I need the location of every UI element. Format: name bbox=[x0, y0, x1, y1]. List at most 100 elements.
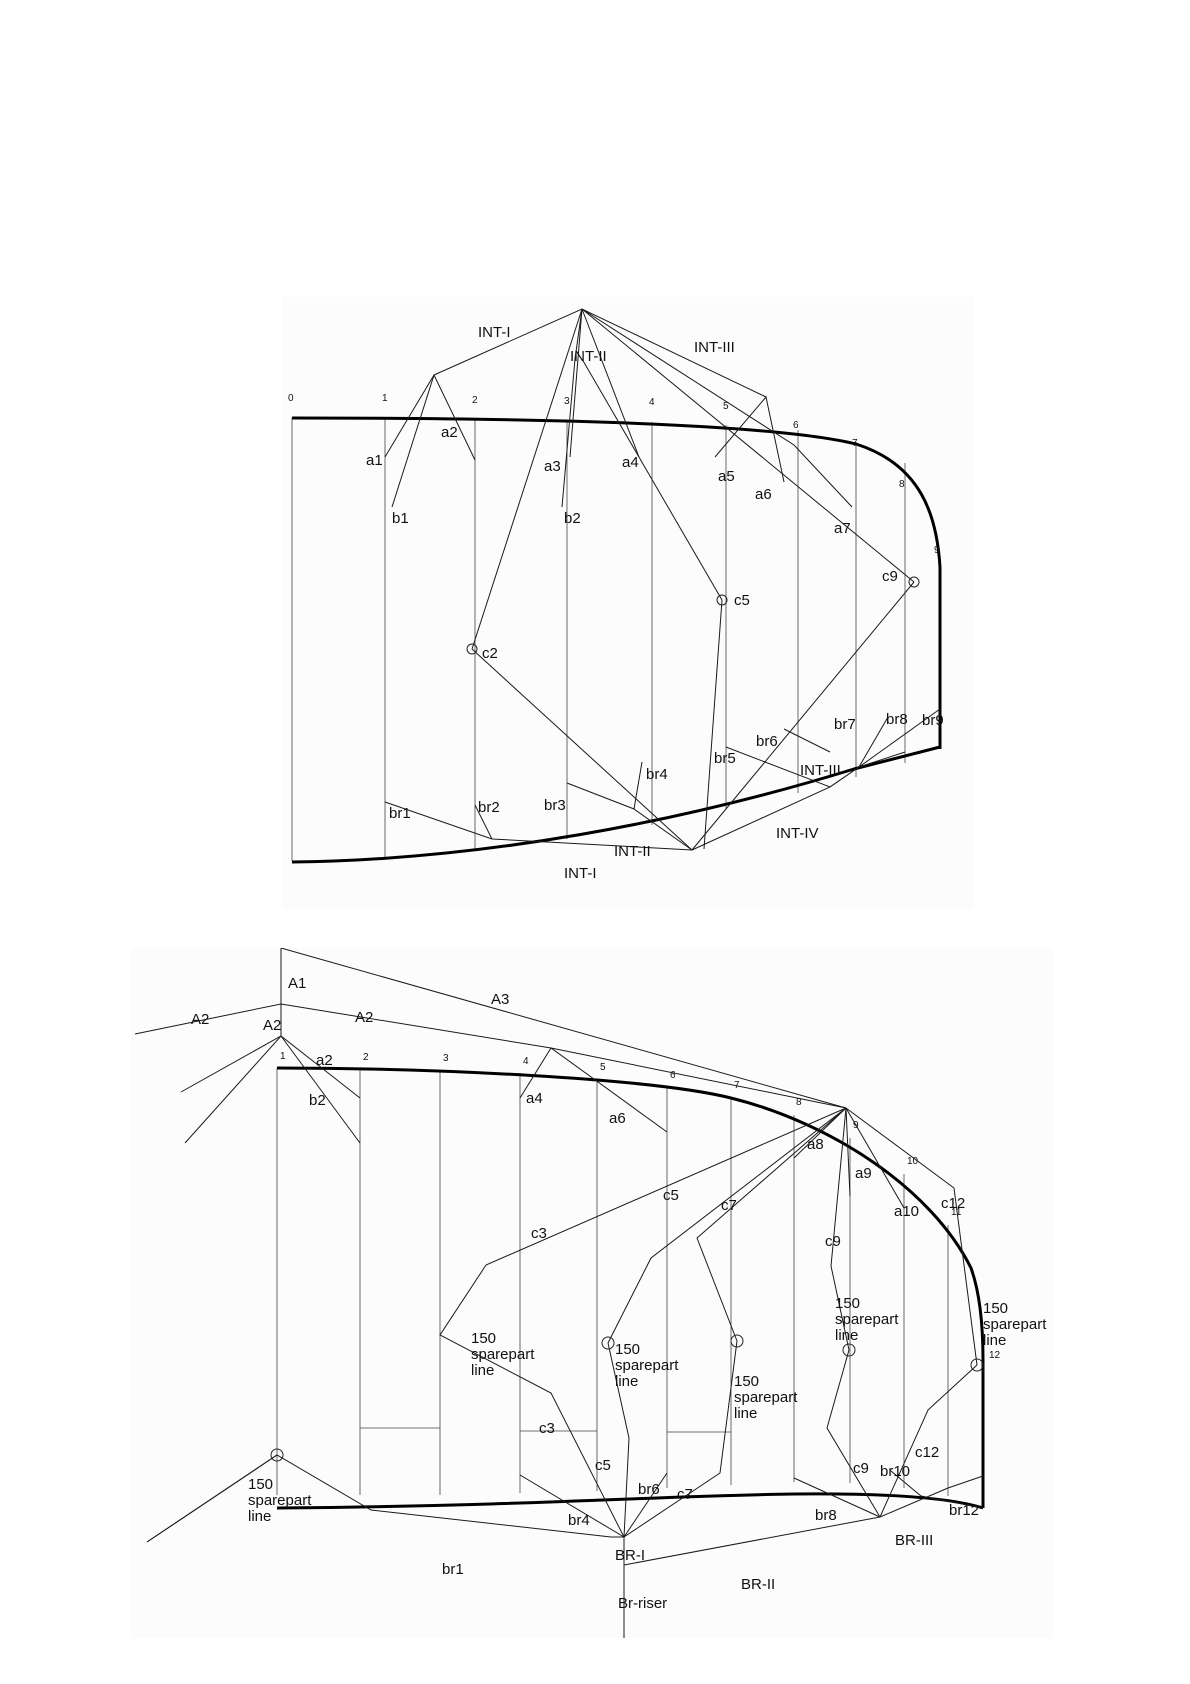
label-c7-lower: c7 bbox=[677, 1486, 693, 1503]
label-br10: br10 bbox=[880, 1463, 910, 1480]
sparepart-note-c3-line1: 150 bbox=[471, 1330, 496, 1347]
sparepart-notes: 150 sparepart line 150 sparepart line 15… bbox=[248, 1295, 1047, 1525]
label-BR-I: BR-I bbox=[615, 1547, 645, 1564]
line-labels: INT-I INT-II INT-III a1 a2 a3 a4 a5 a6 a… bbox=[366, 324, 944, 882]
label-a5: a5 bbox=[718, 468, 735, 485]
label-c9: c9 bbox=[882, 568, 898, 585]
point-number-6: 6 bbox=[793, 420, 799, 431]
label-br2: br2 bbox=[478, 799, 500, 816]
sparepart-note-c3-line2: sparepart bbox=[471, 1346, 535, 1363]
line-a5-a6 bbox=[714, 395, 785, 483]
label-A1: A1 bbox=[288, 975, 306, 992]
leading-edge-curve bbox=[291, 416, 942, 568]
label-a6: a6 bbox=[755, 486, 772, 503]
line-c9-lower bbox=[691, 581, 915, 851]
point-numbers: 0 1 2 3 4 5 6 7 8 9 bbox=[288, 393, 940, 556]
sparepart-note-c9-line1: 150 bbox=[835, 1295, 860, 1312]
point-number-5: 5 bbox=[600, 1062, 606, 1073]
sparepart-note-c9-line2: sparepart bbox=[835, 1311, 899, 1328]
line-c5-lower bbox=[703, 599, 723, 850]
line-a4-a6 bbox=[519, 1047, 668, 1133]
line-c12-upper bbox=[845, 1107, 978, 1366]
point-number-3: 3 bbox=[443, 1053, 449, 1064]
label-br7: br7 bbox=[834, 716, 856, 733]
line-br4 bbox=[633, 761, 643, 810]
label-A2-left: A2 bbox=[191, 1011, 209, 1028]
label-A2-mid: A2 bbox=[263, 1017, 281, 1034]
point-number-9: 9 bbox=[853, 1120, 859, 1131]
point-number-5: 5 bbox=[723, 401, 729, 412]
top-rigging-diagram-svg: 0 1 2 3 4 5 6 7 8 9 INT-I INT-II INT-III… bbox=[288, 308, 944, 882]
label-a7: a7 bbox=[834, 520, 851, 537]
label-a3: a3 bbox=[544, 458, 561, 475]
label-a8: a8 bbox=[807, 1136, 824, 1153]
point-number-6: 6 bbox=[670, 1070, 676, 1081]
line-a10 bbox=[845, 1107, 905, 1209]
line-c3 bbox=[439, 1107, 847, 1538]
ring-150-sparepart-left bbox=[270, 1448, 284, 1462]
sparepart-note-c12-line1: 150 bbox=[983, 1300, 1008, 1317]
lower-edge-curve bbox=[291, 745, 941, 864]
line-br10 bbox=[890, 1470, 984, 1509]
sparepart-note-left-line2: sparepart bbox=[248, 1492, 312, 1509]
line-c2-lower bbox=[471, 648, 693, 851]
line-br12 bbox=[879, 1475, 984, 1518]
ring-150-sparepart-c7 bbox=[730, 1334, 744, 1348]
label-br5: br5 bbox=[714, 750, 736, 767]
label-c5-lower: c5 bbox=[595, 1457, 611, 1474]
line-A3 bbox=[280, 947, 847, 1109]
label-INT-IV-bottom: INT-IV bbox=[776, 825, 819, 842]
point-number-0: 0 bbox=[288, 393, 294, 404]
sparepart-note-c7-line3: line bbox=[734, 1405, 757, 1422]
line-a4 bbox=[581, 308, 640, 458]
ring-150-sparepart-c9 bbox=[842, 1343, 856, 1357]
line-b2 bbox=[561, 308, 583, 508]
label-c3-lower: c3 bbox=[539, 1420, 555, 1437]
label-INT-III-bottom: INT-III bbox=[800, 762, 841, 779]
sparepart-note-c12-line2: sparepart bbox=[983, 1316, 1047, 1333]
label-INT-I-bottom: INT-I bbox=[564, 865, 597, 882]
top-rigging-diagram: 0 1 2 3 4 5 6 7 8 9 INT-I INT-II INT-III… bbox=[282, 297, 974, 909]
line-BR-II bbox=[611, 1516, 881, 1566]
ring-150-sparepart-c12 bbox=[970, 1358, 984, 1372]
line-A2 bbox=[134, 1003, 847, 1109]
point-number-11: 11 bbox=[951, 1207, 962, 1218]
line-br8 bbox=[858, 751, 906, 768]
line-c5-upper bbox=[607, 1107, 847, 1344]
sparepart-note-c9-line3: line bbox=[835, 1327, 858, 1344]
label-br1: br1 bbox=[442, 1561, 464, 1578]
label-c5-upper: c5 bbox=[663, 1187, 679, 1204]
label-c9-upper: c9 bbox=[825, 1233, 841, 1250]
point-number-9: 9 bbox=[934, 545, 940, 556]
line-c5-lower bbox=[607, 1342, 630, 1538]
label-BR-II: BR-II bbox=[741, 1576, 775, 1593]
label-c9-lower: c9 bbox=[853, 1460, 869, 1477]
point-number-12: 12 bbox=[989, 1350, 1001, 1361]
label-a1: a1 bbox=[366, 452, 383, 469]
line-a8 bbox=[793, 1107, 847, 1159]
point-number-4: 4 bbox=[649, 397, 655, 408]
label-INT-II-top: INT-II bbox=[570, 348, 607, 365]
point-number-4: 4 bbox=[523, 1056, 529, 1067]
label-INT-I-top: INT-I bbox=[478, 324, 511, 341]
line-br6 bbox=[783, 728, 831, 753]
sparepart-note-left-line3: line bbox=[248, 1508, 271, 1525]
label-b2: b2 bbox=[309, 1092, 326, 1109]
line-spare-left bbox=[146, 1454, 278, 1543]
label-a4: a4 bbox=[622, 454, 639, 471]
line-br8 bbox=[793, 1477, 881, 1518]
point-number-8: 8 bbox=[796, 1097, 802, 1108]
label-br8: br8 bbox=[886, 711, 908, 728]
label-INT-II-bottom: INT-II bbox=[614, 843, 651, 860]
line-labels: A1 A2 A2 A2 A3 a2 b2 a4 a6 a8 a9 a10 c3 … bbox=[191, 975, 979, 1612]
label-Br-riser: Br-riser bbox=[618, 1595, 667, 1612]
label-br6: br6 bbox=[756, 733, 778, 750]
ring-150-sparepart-c5 bbox=[601, 1336, 615, 1350]
label-INT-III-top: INT-III bbox=[694, 339, 735, 356]
line-c9-upper bbox=[581, 308, 915, 583]
label-br4: br4 bbox=[646, 766, 668, 783]
point-number-8: 8 bbox=[899, 479, 905, 490]
label-b1: b1 bbox=[392, 510, 409, 527]
ring-c2 bbox=[466, 643, 478, 655]
